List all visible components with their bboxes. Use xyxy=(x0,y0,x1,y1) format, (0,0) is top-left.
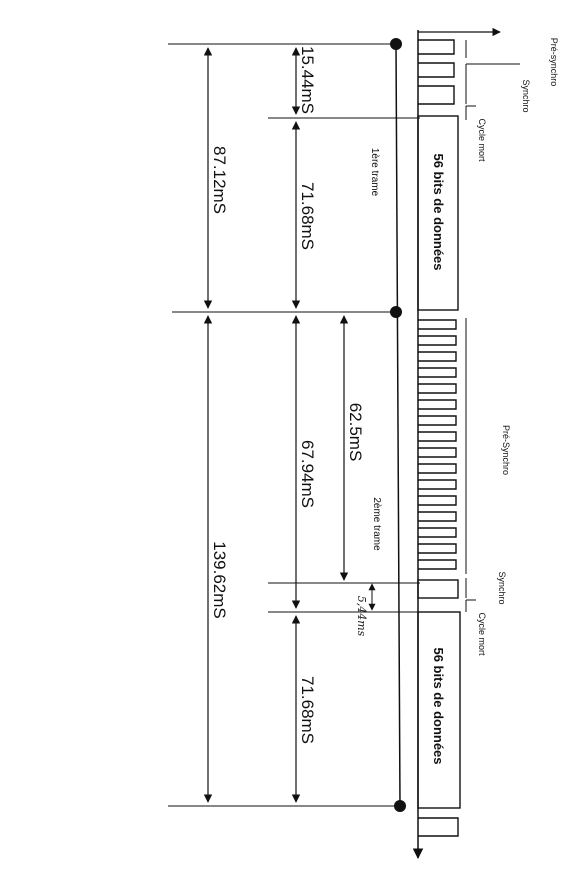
label-87-12ms: 87.12mS xyxy=(210,146,229,214)
label-62-5ms: 62.5mS xyxy=(346,403,365,462)
pre-synchro-pulse xyxy=(418,511,457,522)
pre-synchro-pulse xyxy=(418,495,457,506)
pre-synchro-pulse xyxy=(418,463,457,474)
pre-synchro-pulse xyxy=(418,367,457,378)
pre-synchro-pulse xyxy=(418,559,457,570)
label-cycle-mort-top: Cycle mort xyxy=(477,118,487,162)
pre-synchro-pulse xyxy=(418,399,457,410)
label-leaders xyxy=(465,40,520,612)
pre-synchro-pulses-middle xyxy=(418,319,457,570)
pre-synchro-pulse xyxy=(418,479,457,490)
pre-synchro-pulse xyxy=(418,335,457,346)
pre-synchro-pulse xyxy=(418,527,457,538)
pre-synchro-pulse xyxy=(418,383,457,394)
frame1-label: 1ère trame xyxy=(369,148,380,197)
frame1-data-bits: 56 bits de données xyxy=(431,153,446,270)
label-71-68ms-bottom: 71.68mS xyxy=(298,676,317,744)
label-synchro-bottom: Synchro xyxy=(497,571,507,604)
label-15-44ms: 15.44mS xyxy=(298,46,317,114)
label-pre-synchro-top: Pré-synchro xyxy=(549,38,559,87)
label-synchro-top: Synchro xyxy=(521,79,531,112)
frame2-synchro-box xyxy=(417,579,459,599)
label-5-44ms-handwritten: 5,44ms xyxy=(355,596,368,637)
label-71-68ms-top: 71.68mS xyxy=(298,182,317,250)
pre-synchro-pulse xyxy=(418,431,457,442)
frame2-data-box xyxy=(417,611,461,809)
frame1-data-box xyxy=(417,115,459,311)
pre-synchro-pulses-bottom xyxy=(418,817,459,837)
pre-synchro-pulse xyxy=(418,543,457,554)
frame2-label: 2ème trame xyxy=(371,497,382,551)
label-cycle-mort-bottom: Cycle mort xyxy=(477,612,487,656)
pre-synchro-pulse xyxy=(418,319,457,330)
label-139-62ms: 139.62mS xyxy=(210,541,229,619)
label-pre-synchro-mid: Pré-Synchro xyxy=(501,425,511,475)
reference-line xyxy=(395,43,401,807)
frame2-data-bits: 56 bits de données xyxy=(431,647,446,764)
pre-synchro-pulse xyxy=(418,447,457,458)
pre-synchro-pulse xyxy=(418,415,457,426)
label-67-94ms: 67.94mS xyxy=(298,440,317,508)
pre-synchro-pulses-top xyxy=(418,39,455,105)
pre-synchro-pulse xyxy=(418,351,457,362)
